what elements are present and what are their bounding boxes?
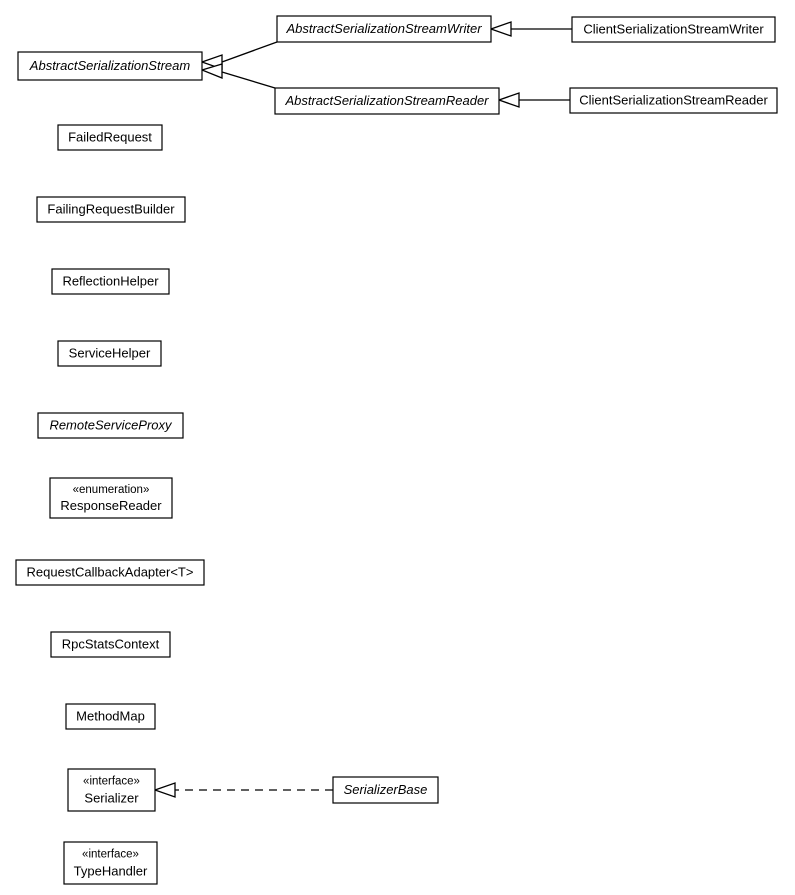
class-box-remote-service-proxy[interactable]: RemoteServiceProxy — [37, 412, 184, 439]
class-name-label: ResponseReader — [60, 498, 162, 513]
class-box-abstract-serialization-stream-writer[interactable]: AbstractSerializationStreamWriter — [276, 15, 492, 43]
class-box-failed-request[interactable]: FailedRequest — [57, 124, 163, 151]
class-box-border — [332, 776, 439, 804]
edge-generalization — [200, 63, 276, 89]
class-stereotype-label: «enumeration» — [73, 484, 150, 496]
class-stereotype-label: «interface» — [83, 776, 140, 788]
generalization-arrowhead-icon — [489, 21, 512, 37]
class-name-label: RequestCallbackAdapter<T> — [27, 564, 194, 579]
class-name-label: ServiceHelper — [69, 345, 151, 360]
class-box-border — [50, 631, 171, 658]
class-box-border — [274, 87, 500, 115]
class-name-label: SerializerBase — [344, 782, 428, 797]
generalization-arrowhead-icon — [497, 92, 520, 108]
class-box-border — [36, 196, 186, 223]
realization-arrowhead-icon — [153, 782, 176, 798]
class-name-label: FailingRequestBuilder — [47, 201, 175, 216]
nodes-layer: AbstractSerializationStreamAbstractSeria… — [15, 15, 778, 885]
edge-generalization — [497, 92, 570, 108]
edge-realization — [153, 782, 333, 798]
class-name-label: AbstractSerializationStreamReader — [284, 93, 489, 108]
class-name-label: FailedRequest — [68, 129, 152, 144]
class-box-border — [51, 268, 170, 295]
class-box-border — [15, 559, 205, 586]
class-box-border — [67, 768, 156, 812]
class-box-border — [49, 477, 173, 519]
class-name-label: ClientSerializationStreamWriter — [583, 21, 764, 36]
class-box-response-reader[interactable]: «enumeration» ResponseReader — [49, 477, 173, 519]
class-box-type-handler[interactable]: «interface» TypeHandler — [63, 841, 158, 885]
class-box-border — [17, 51, 203, 81]
edge-line — [221, 71, 276, 89]
edge-generalization — [489, 21, 572, 37]
class-box-border — [57, 340, 162, 367]
edges-layer — [153, 21, 572, 798]
class-box-border — [65, 703, 156, 730]
class-box-rpc-stats-context[interactable]: RpcStatsContext — [50, 631, 171, 658]
class-box-serializer[interactable]: «interface» Serializer — [67, 768, 156, 812]
generalization-arrowhead-icon — [200, 63, 223, 79]
class-name-label: RemoteServiceProxy — [49, 417, 173, 432]
class-box-abstract-serialization-stream-reader[interactable]: AbstractSerializationStreamReader — [274, 87, 500, 115]
class-box-border — [276, 15, 492, 43]
edge-generalization — [200, 41, 278, 70]
class-box-client-serialization-stream-reader[interactable]: ClientSerializationStreamReader — [569, 87, 778, 114]
class-name-label: Serializer — [84, 790, 139, 805]
class-name-label: MethodMap — [76, 708, 145, 723]
class-box-border — [57, 124, 163, 151]
class-box-method-map[interactable]: MethodMap — [65, 703, 156, 730]
class-name-label: TypeHandler — [74, 863, 148, 878]
class-box-border — [37, 412, 184, 439]
class-box-service-helper[interactable]: ServiceHelper — [57, 340, 162, 367]
class-box-border — [571, 16, 776, 43]
class-box-border — [63, 841, 158, 885]
class-box-serializer-base[interactable]: SerializerBase — [332, 776, 439, 804]
class-name-label: AbstractSerializationStream — [29, 58, 191, 73]
class-box-border — [569, 87, 778, 114]
class-box-client-serialization-stream-writer[interactable]: ClientSerializationStreamWriter — [571, 16, 776, 43]
edge-line — [221, 41, 278, 63]
class-name-label: ClientSerializationStreamReader — [579, 92, 768, 107]
class-stereotype-label: «interface» — [82, 849, 139, 861]
class-box-reflection-helper[interactable]: ReflectionHelper — [51, 268, 170, 295]
class-box-abstract-serialization-stream[interactable]: AbstractSerializationStream — [17, 51, 203, 81]
class-name-label: ReflectionHelper — [62, 273, 159, 288]
class-box-failing-request-builder[interactable]: FailingRequestBuilder — [36, 196, 186, 223]
class-box-request-callback-adapter[interactable]: RequestCallbackAdapter<T> — [15, 559, 205, 586]
class-name-label: AbstractSerializationStreamWriter — [285, 21, 482, 36]
class-name-label: RpcStatsContext — [62, 636, 160, 651]
